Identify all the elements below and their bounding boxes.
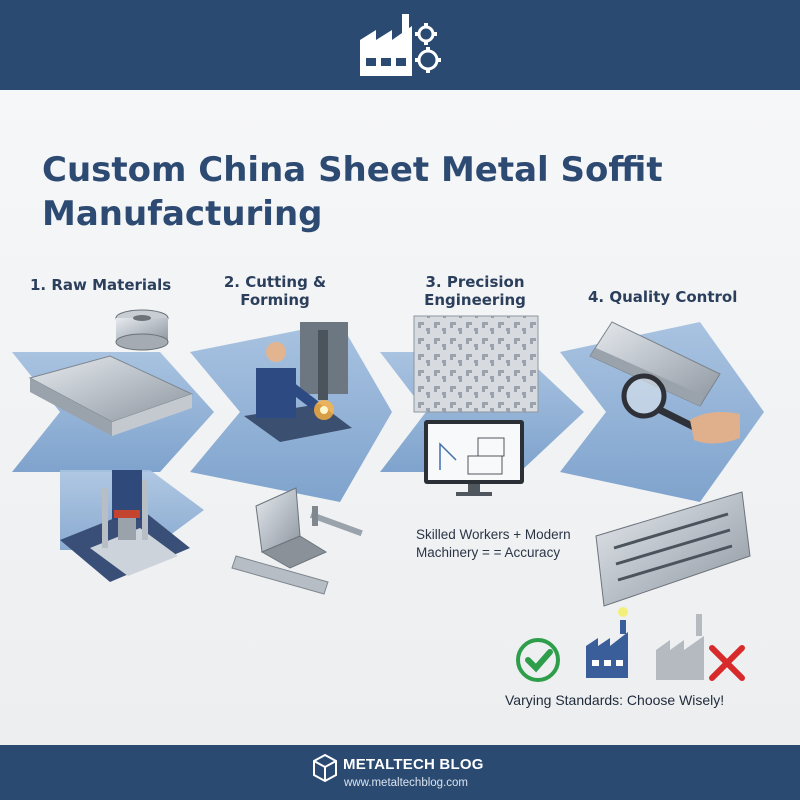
vented-soffit-panel-image: [595, 491, 751, 607]
footer-brand: METALTECH BLOG: [343, 756, 484, 773]
accuracy-note: Skilled Workers + Modern Machinery = = A…: [416, 527, 571, 560]
step-label-raw-materials: 1. Raw Materials: [30, 276, 172, 294]
magnifier-icon: [621, 373, 740, 444]
metal-sheets-image: [28, 355, 194, 436]
factory-icon: [586, 607, 628, 678]
factory-rejected-icon: [656, 614, 704, 680]
perforated-panel-image: [413, 315, 539, 413]
step-label-precision-engineering: 3. Precision Engineering: [424, 273, 526, 309]
angle-bracket-image: [255, 487, 328, 569]
checkmark-icon: [516, 638, 560, 682]
cross-icon: [709, 645, 745, 681]
press-machine-image: [60, 470, 190, 582]
caliper-image: [309, 506, 363, 537]
footer-url[interactable]: www.metaltechblog.com: [344, 777, 468, 789]
cad-monitor-icon: [424, 420, 524, 496]
footer-bar: [0, 745, 800, 800]
welder-worker-image: [244, 322, 352, 442]
metal-coil-image: [115, 309, 169, 351]
header-bar: [0, 0, 800, 90]
page-title: Custom China Sheet Metal Soffit Manufact…: [42, 150, 663, 234]
step-label-quality-control: 4. Quality Control: [588, 288, 738, 306]
step-label-cutting-forming: 2. Cutting & Forming: [223, 273, 327, 309]
warning-text: Varying Standards: Choose Wisely!: [505, 692, 725, 708]
factory-gears-icon: [360, 14, 441, 76]
cube-logo-icon: [313, 753, 337, 783]
ruler-image: [231, 555, 329, 595]
